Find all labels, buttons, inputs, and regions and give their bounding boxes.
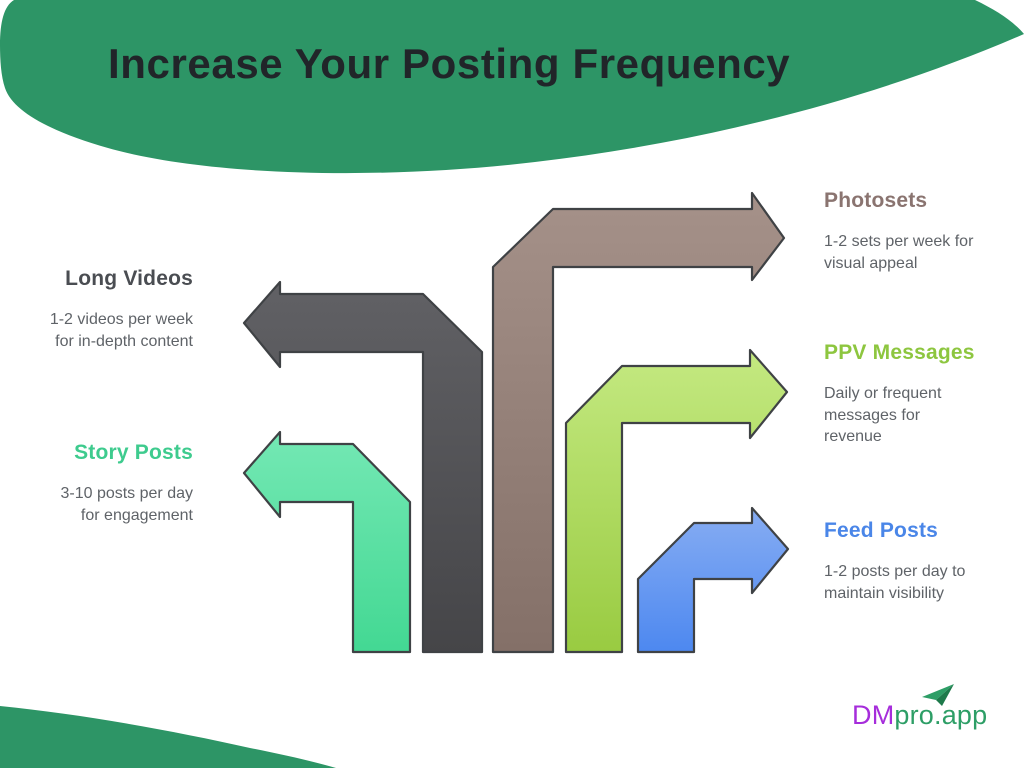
footer-curve [0, 706, 336, 768]
page-title: Increase Your Posting Frequency [108, 40, 791, 87]
brand-logo: DMpro.app [852, 684, 988, 731]
label-photosets: Photosets 1-2 sets per week for visual a… [824, 188, 1014, 274]
label-desc: Daily or frequent messages for revenue [824, 385, 942, 445]
label-feed-posts: Feed Posts 1-2 posts per day to maintain… [824, 518, 1014, 604]
brand-logo-suffix: pro.app [894, 700, 988, 730]
label-title: Long Videos [65, 267, 193, 290]
arrow-story-posts [242, 430, 412, 654]
label-desc: 1-2 posts per day to maintain visibility [824, 563, 966, 602]
arrow-photosets [491, 191, 786, 654]
paper-plane-icon [922, 684, 954, 706]
label-title: Story Posts [74, 441, 193, 464]
label-title: Feed Posts [824, 519, 939, 542]
label-desc: 3-10 posts per day for engagement [60, 485, 193, 524]
label-ppv-messages: PPV Messages Daily or frequent messages … [824, 340, 1014, 448]
brand-logo-prefix: DM [852, 700, 895, 730]
label-desc: 1-2 videos per week for in-depth content [49, 311, 193, 350]
arrow-ppv-messages [564, 348, 789, 654]
label-long-videos: Long Videos 1-2 videos per week for in-d… [20, 266, 193, 352]
header-blob [0, 0, 1024, 174]
arrow-feed-posts [636, 506, 790, 654]
label-story-posts: Story Posts 3-10 posts per day for engag… [20, 440, 193, 526]
label-title: PPV Messages [824, 341, 975, 364]
label-desc: 1-2 sets per week for visual appeal [824, 233, 974, 272]
arrow-long-videos [242, 280, 484, 654]
label-title: Photosets [824, 189, 928, 212]
